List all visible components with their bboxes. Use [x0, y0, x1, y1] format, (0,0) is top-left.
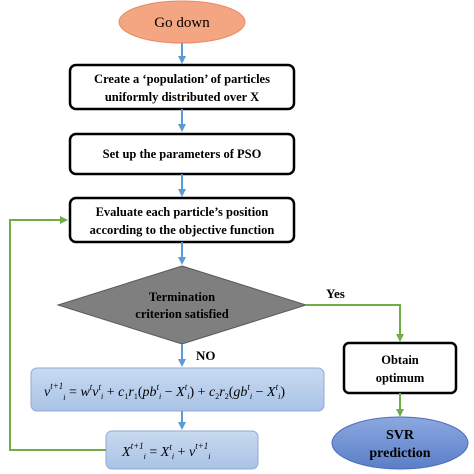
- start-node: Go down: [118, 0, 246, 44]
- obtain-optimum-node: Obtain optimum: [342, 341, 458, 395]
- decision-termination: Termination criterion satisfied: [56, 265, 308, 345]
- step-create-population: Create a ‘population’ of particles unifo…: [68, 63, 296, 111]
- step-create-population-line2: uniformly distributed over X: [105, 90, 259, 104]
- obtain-optimum-line1: Obtain: [381, 353, 419, 367]
- position-formula-text: Xt+1i = Xti + vt+1i: [121, 441, 211, 461]
- decision-line1: Termination: [149, 290, 215, 304]
- end-node-line1: SVR: [386, 428, 415, 443]
- step-evaluate-position: Evaluate each particle’s position accord…: [68, 196, 296, 244]
- step-create-population-line1: Create a ‘population’ of particles: [94, 72, 270, 86]
- branch-label-no: NO: [196, 348, 216, 363]
- start-node-label: Go down: [154, 15, 210, 31]
- obtain-optimum-line2: optimum: [376, 371, 425, 385]
- velocity-formula-text: vt+1i = wtvti + c1r1(pbti − Xti) + c2r2(…: [44, 381, 285, 402]
- position-update-formula: Xt+1i = Xti + vt+1i: [105, 430, 259, 470]
- end-node-line2: prediction: [369, 446, 430, 461]
- arrow-decision-yes: [306, 304, 404, 342]
- velocity-update-formula: vt+1i = wtvti + c1r1(pbti − Xti) + c2r2(…: [30, 367, 325, 412]
- step-setup-parameters: Set up the parameters of PSO: [68, 132, 296, 176]
- step-setup-parameters-label: Set up the parameters of PSO: [103, 147, 262, 161]
- end-node-svr-prediction: SVR prediction: [331, 416, 469, 470]
- decision-line2: criterion satisfied: [135, 307, 228, 321]
- branch-label-yes: Yes: [326, 286, 345, 301]
- step-evaluate-line2: according to the objective function: [90, 223, 275, 237]
- step-evaluate-line1: Evaluate each particle’s position: [96, 205, 269, 219]
- arrow-loop-back-to-evaluate: [9, 216, 106, 451]
